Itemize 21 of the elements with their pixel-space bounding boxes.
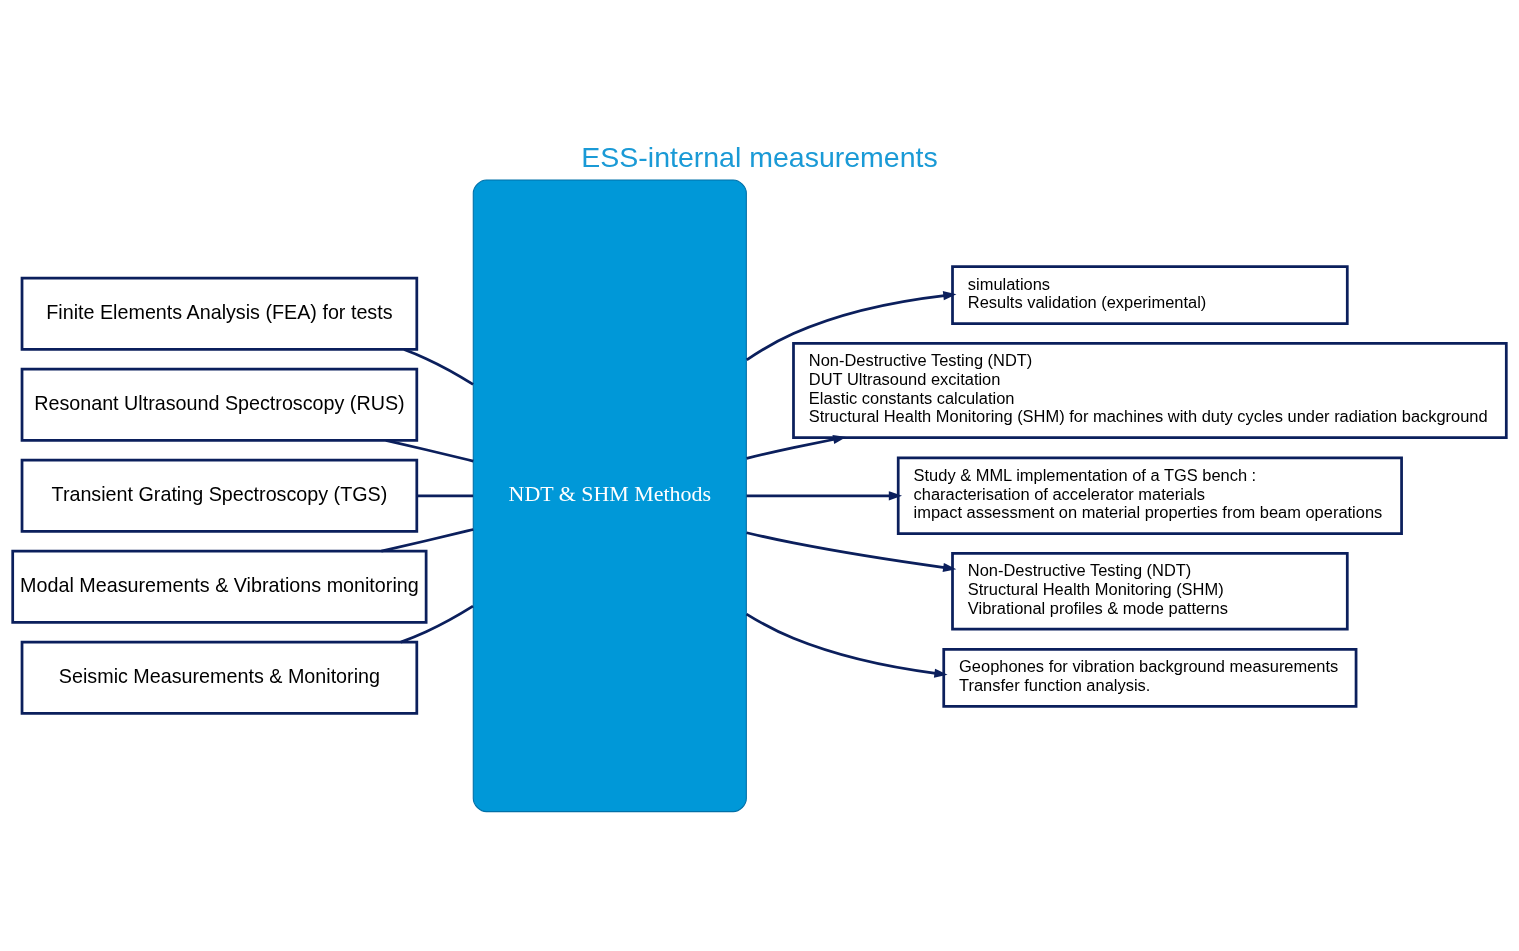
node-box: Seismic Measurements & Monitoring bbox=[20, 640, 419, 715]
node-box: Geophones for vibration background measurements Transfer function analysis. bbox=[942, 647, 1358, 708]
arrow bbox=[746, 531, 957, 573]
node-box: simulations Results validation (experimental) bbox=[951, 265, 1349, 325]
node-box: Resonant Ultrasound Spectroscopy (RUS) bbox=[20, 367, 419, 442]
connector bbox=[400, 605, 474, 644]
node-box: NDT & SHM Methods bbox=[472, 179, 747, 813]
node-box: Transient Grating Spectroscopy (TGS) bbox=[20, 458, 419, 533]
connector bbox=[416, 494, 474, 498]
node-box: Finite Elements Analysis (FEA) for tests bbox=[20, 276, 419, 351]
node-box: Modal Measurements & Vibrations monitoring bbox=[11, 549, 428, 624]
node-box: Non-Destructive Testing (NDT) DUT Ultrasound excitation Elastic constants calculation Structural Health Monitoring (SHM) for machines with duty cycles under radiation background bbox=[792, 342, 1508, 440]
arrow bbox=[746, 434, 847, 460]
node-box: Non-Destructive Testing (NDT) Structural Health Monitoring (SHM) Vibrational profiles & mode patterns bbox=[951, 552, 1349, 631]
arrow bbox=[746, 291, 957, 362]
connector bbox=[385, 439, 474, 463]
arrow bbox=[745, 612, 948, 678]
node-box: Study & MML implementation of a TGS bench : characterisation of accelerator materials impact assessment on material properties from beam operations bbox=[896, 456, 1403, 535]
arrow bbox=[746, 491, 902, 501]
diagram-title: ESS-internal measurements bbox=[581, 140, 938, 173]
connector bbox=[403, 348, 474, 386]
